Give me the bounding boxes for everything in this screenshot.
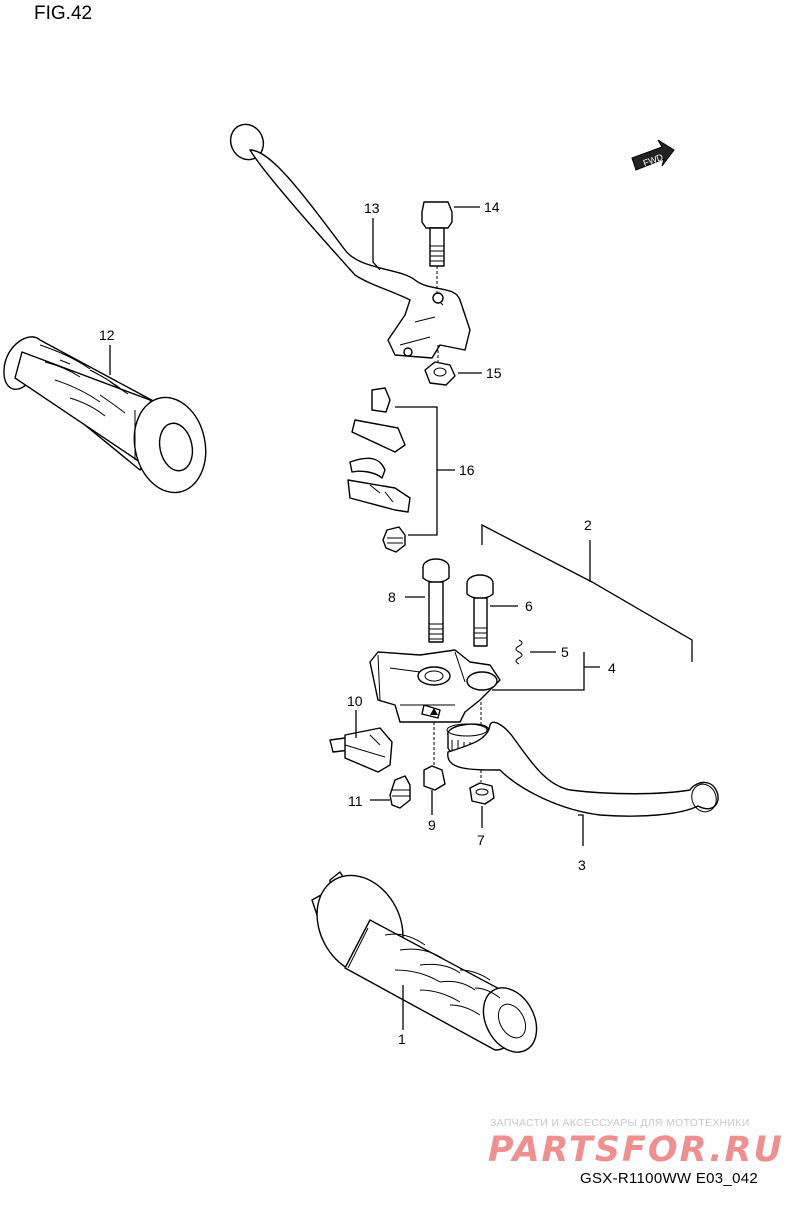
model-code: GSX-R1100WW E03_042: [580, 1170, 759, 1187]
figure-title: FIG.42: [34, 3, 93, 24]
callout-1: 1: [398, 1031, 406, 1047]
callout-4: 4: [608, 660, 616, 676]
part-16-switch-kit: [347, 387, 411, 553]
part-8-lever-bolt: [422, 558, 450, 643]
callout-7: 7: [477, 832, 485, 848]
callout-14: 14: [484, 199, 500, 215]
part-4-lever-holder: [369, 649, 501, 723]
callout-13: 13: [364, 200, 380, 216]
callout-9: 9: [428, 817, 436, 833]
part-13-clutch-lever: [229, 123, 471, 359]
forward-arrow-icon: FWD: [631, 139, 675, 171]
callout-11: 11: [348, 793, 363, 809]
callout-10: 10: [347, 693, 363, 709]
part-14-pivot-bolt: [421, 201, 453, 267]
callout-16: 16: [459, 462, 475, 478]
callout-2: 2: [584, 517, 592, 533]
part-12-left-grip: [3, 336, 207, 494]
callout-5: 5: [561, 644, 569, 660]
part-11-screw: [389, 775, 411, 809]
callout-8: 8: [388, 589, 396, 605]
watermark-tagline: ЗАПЧАСТИ И АКСЕССУАРЫ ДЛЯ МОТОТЕХНИКИ: [490, 1117, 750, 1129]
callout-12: 12: [99, 327, 115, 343]
part-15-nut: [424, 361, 456, 386]
part-6-adjuster-bolt: [466, 574, 494, 647]
part-9-bushing: [423, 765, 446, 791]
callout-15: 15: [486, 365, 502, 381]
part-3-brake-lever: [447, 721, 719, 817]
watermark-brand: PARTSFOR.RU: [488, 1130, 784, 1170]
part-1-right-grip: [311, 871, 538, 1053]
callout-3: 3: [578, 857, 586, 873]
callout-6: 6: [525, 598, 533, 614]
part-10-brake-switch: [329, 727, 393, 773]
part-5-spring: [515, 639, 523, 665]
